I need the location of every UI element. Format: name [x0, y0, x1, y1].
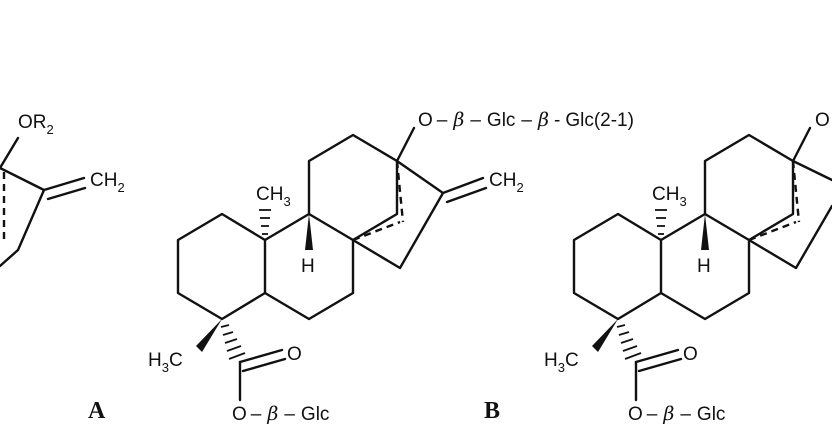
partial-methylene-label: CH2 [90, 170, 125, 195]
b-ester-label: O–β–Glc [628, 403, 725, 425]
a-ester-label: O–β–Glc [232, 403, 329, 425]
a-methyl-hashed-bond [259, 209, 271, 235]
b-carbonyl-oxygen-label: O [683, 344, 698, 365]
b-oxygen-label: O [815, 110, 830, 131]
partial-substituent-label: OR2 [18, 112, 54, 137]
a-methyl-label: CH3 [256, 184, 291, 209]
b-methyl-hashed-bond [655, 209, 667, 235]
b-hydrogen-label: H [697, 256, 711, 277]
a-gem-methyl-label: H3C [148, 350, 183, 375]
a-methylene-label: CH2 [489, 170, 524, 195]
structure-b: O CH3 H H3C O O–β–Glc B [484, 110, 832, 425]
b-gem-methyl-label: H3C [544, 350, 579, 375]
structure-a-caption: A [88, 398, 106, 424]
partial-structure: OR2 CH2 [0, 112, 125, 268]
a-gem-methyl-wedge [196, 319, 222, 352]
a-carbonyl-oxygen-label: O [287, 344, 302, 365]
b-methyl-label: CH3 [652, 184, 687, 209]
b-carboxyl-hashed-bond [616, 324, 642, 360]
a-carboxyl-hashed-bond [220, 324, 246, 360]
structure-a: O–β–Glc–β-Glc(2-1) CH2 CH3 H H3C O O–β–G… [88, 109, 634, 425]
b-hydrogen-wedge [701, 214, 709, 250]
a-hydrogen-label: H [301, 256, 315, 277]
structure-b-caption: B [484, 398, 500, 424]
a-hydrogen-wedge [305, 214, 313, 250]
b-gem-methyl-wedge [592, 319, 618, 352]
a-glycoside-label: O–β–Glc–β-Glc(2-1) [418, 109, 634, 131]
